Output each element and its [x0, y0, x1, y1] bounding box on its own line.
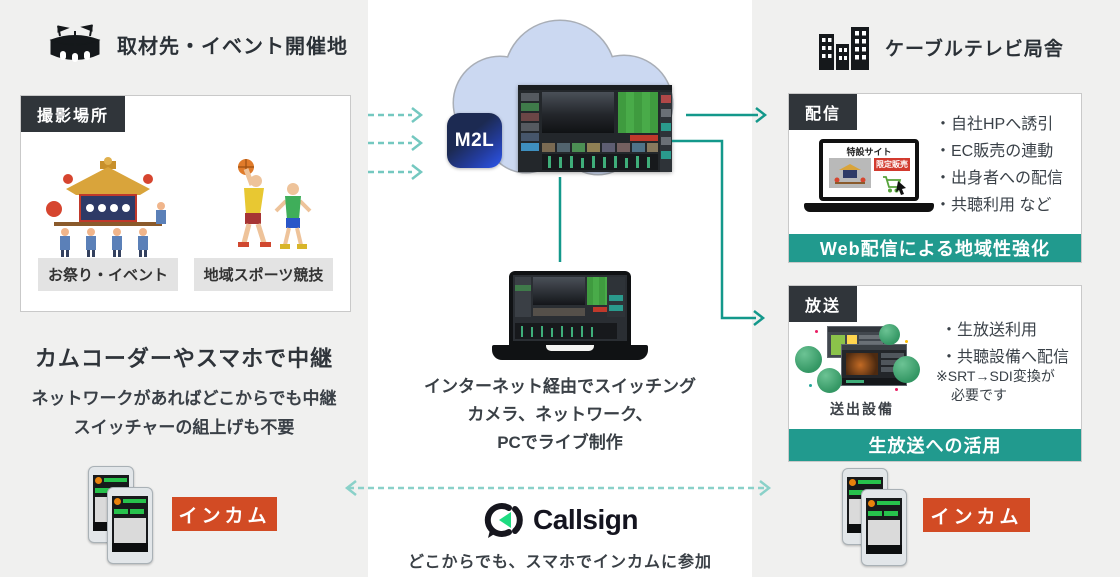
center-caption-1: インターネット経由でスイッチング [424, 377, 696, 396]
intercom-badge-right: インカム [923, 498, 1030, 532]
shooting-location-label: 撮影場所 [21, 96, 126, 132]
sports-card: 地域スポーツ競技 [194, 151, 333, 291]
cable-station-header: ケーブルテレビ局舎 [818, 24, 1064, 70]
web-distribution-banner: Web配信による地域性強化 [789, 234, 1081, 262]
broadcast-note-2: 必要です [951, 387, 1007, 403]
production-laptop-base [492, 345, 648, 360]
callsign-wordmark: Callsign [533, 504, 638, 535]
production-laptop [509, 271, 631, 345]
festival-image [38, 151, 178, 258]
event-site-title: 取材先・イベント開催地 [117, 35, 348, 58]
event-site-header: 取材先・イベント開催地 [46, 22, 348, 66]
m2l-label: M2L [454, 129, 495, 151]
left-heading: カムコーダーやスマホで中継 [34, 346, 334, 371]
intercom-badge-left: インカム [172, 497, 277, 531]
center-caption-3: PCでライブ制作 [497, 433, 623, 452]
stadium-icon [46, 22, 104, 66]
bullet-item: ・EC販売の連動 [935, 143, 1054, 160]
ec-limited-badge: 限定販売 [874, 158, 910, 171]
m2l-app-icon: M2L [447, 113, 502, 168]
shooting-location-box: 撮影場所 [20, 95, 351, 312]
broadcast-banner: 生放送への活用 [789, 429, 1081, 461]
web-distribution-box: 配信 特設サイト 限定販売 [788, 93, 1082, 263]
center-caption-2: カメラ、ネットワーク、 [467, 405, 653, 424]
buildings-icon [818, 24, 872, 70]
bullet-item: ・共聴設備へ配信 [941, 349, 1070, 366]
switcher-app-screenshot [518, 85, 672, 172]
cable-station-title: ケーブルテレビ局舎 [885, 38, 1064, 60]
callsign-caption: どこからでも、スマホでインカムに参加 [407, 554, 713, 571]
intercom-phones-right [842, 468, 908, 566]
broadcast-bullets: ・生放送利用 ・共聴設備へ配信 [941, 317, 1069, 371]
sports-image [194, 151, 333, 258]
playout-equipment-image [795, 324, 920, 398]
callsign-logo: Callsign [368, 498, 752, 542]
left-subline-1: ネットワークがあればどこからでも中継 [31, 389, 337, 408]
festival-caption: お祭り・イベント [38, 258, 178, 291]
callsign-icon [482, 500, 524, 540]
left-subline-2: スイッチャーの組上げも不要 [73, 418, 295, 437]
ec-site-photo [829, 158, 871, 188]
ec-site-title: 特設サイト [846, 147, 892, 157]
distribution-label: 配信 [789, 94, 858, 130]
bullet-item: ・生放送利用 [941, 322, 1038, 339]
distribution-bullets: ・自社HPへ誘引 ・EC販売の連動 ・出身者への配信 ・共聴利用 など [935, 111, 1063, 219]
bullet-item: ・出身者への配信 [935, 170, 1064, 187]
broadcast-box: 放送 [788, 285, 1082, 462]
bullet-item: ・共聴利用 など [935, 197, 1052, 214]
ec-site-laptop: 特設サイト 限定販売 [804, 139, 934, 214]
phone [107, 487, 153, 564]
sports-caption: 地域スポーツ競技 [194, 258, 333, 291]
cart-icon [882, 175, 908, 197]
phone [861, 489, 907, 566]
intercom-phones-left [88, 466, 154, 564]
festival-card: お祭り・イベント [38, 151, 178, 291]
broadcast-note-1: ※SRT→SDI変換が [936, 368, 1055, 384]
playout-equipment-caption: 送出設備 [830, 401, 894, 417]
bullet-item: ・自社HPへ誘引 [935, 116, 1054, 133]
broadcast-label: 放送 [789, 286, 858, 322]
